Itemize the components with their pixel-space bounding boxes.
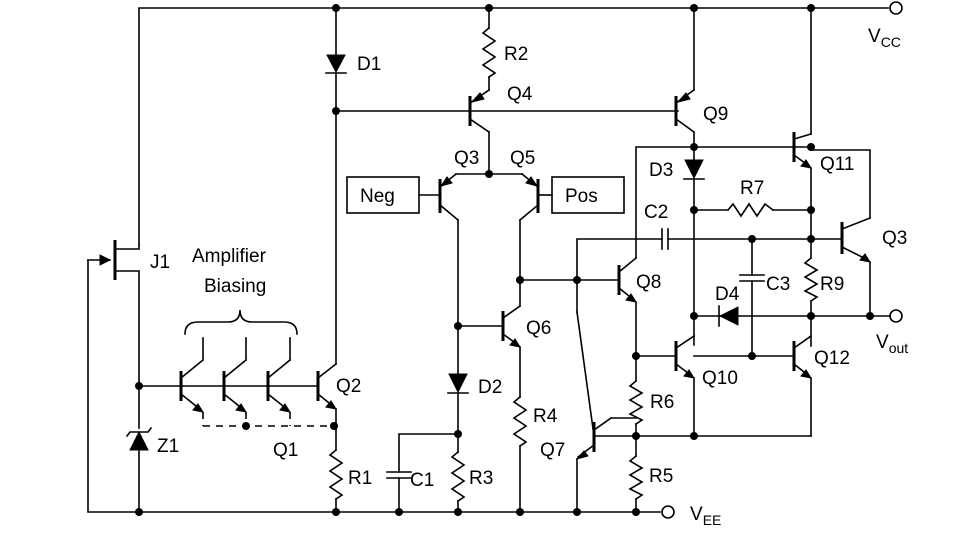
q11-transistor [792,7,813,259]
j1-label: J1 [150,252,170,273]
q4-transistor [335,88,679,175]
d1-diode [325,7,347,365]
vee-label-main: V [690,504,703,525]
q11-label: Q11 [820,154,855,175]
q10-transistor [635,334,696,437]
r1-label: R1 [348,468,372,489]
r9-resistor [803,256,819,347]
q12-transistor [792,334,813,437]
q5-label: Q5 [510,148,535,169]
bias-transistors [179,337,334,427]
q9-label: Q9 [703,104,728,125]
d2-label: D2 [478,377,502,398]
r2-label: R2 [504,44,528,65]
vout-label: Vout [876,332,908,356]
z1-label: Z1 [157,436,179,457]
q6-transistor [457,304,522,348]
vee-terminal [661,505,675,519]
c2-label: C2 [644,202,668,223]
q7-transistor [575,279,812,513]
vcc-label-sub: CC [881,34,901,50]
q8-transistor [519,256,638,382]
r5-label: R5 [649,466,673,487]
vcc-label-main: V [868,26,881,47]
vee-label-sub: EE [703,512,722,528]
amplifier-biasing-brace [184,309,298,335]
r7-label: R7 [740,178,764,199]
r9-label: R9 [820,274,844,295]
vout-terminal [889,309,903,323]
d4-label: D4 [715,284,740,305]
r2-resistor [481,7,497,91]
c1-capacitor [386,433,459,513]
q4-label: Q4 [507,84,533,105]
junction-dots [135,4,874,516]
d3-label: D3 [649,160,673,181]
q8-label: Q8 [636,272,661,293]
q1-label: Q1 [273,440,298,461]
vee-label: VEE [690,504,721,528]
q12-label: Q12 [814,348,850,369]
q7-label: Q7 [540,440,565,461]
neg-input [346,176,441,214]
pos-input [537,176,625,214]
d2-diode [447,373,469,435]
r6-label: R6 [650,392,674,413]
vcc-terminal [889,1,903,15]
vcc-label: VCC [868,26,901,50]
q3-output-label: Q3 [882,228,907,249]
q2-transistor [316,362,338,410]
vout-label-main: V [876,332,889,353]
r4-label: R4 [533,406,558,427]
c3-capacitor [693,238,795,357]
c2-capacitor [576,228,843,281]
j1-jfet [99,240,140,385]
pos-label: Pos [565,186,598,207]
q3-output-transistor [810,149,872,317]
d1-label: D1 [357,54,381,75]
biasing-label: Biasing [204,276,266,297]
vout-label-sub: out [889,340,909,356]
q6-label: Q6 [526,318,551,339]
c1-label: C1 [410,470,434,491]
r7-resistor [693,202,812,218]
q3-label: Q3 [454,148,479,169]
vcc-rail [138,7,889,246]
z1-zener [125,383,153,513]
q8-collector-loop [635,146,812,259]
q2-label: Q2 [336,376,361,397]
r3-resistor [450,433,466,513]
q3-q5-input-pair [438,172,540,375]
r3-label: R3 [469,468,493,489]
r4-resistor [512,346,528,513]
q10-label: Q10 [702,368,738,389]
d4-diode [693,305,891,327]
amplifier-label: Amplifier [192,246,267,267]
r5-resistor [628,454,644,513]
q9-transistor [674,7,696,161]
neg-label: Neg [360,186,395,207]
c3-label: C3 [766,274,790,295]
